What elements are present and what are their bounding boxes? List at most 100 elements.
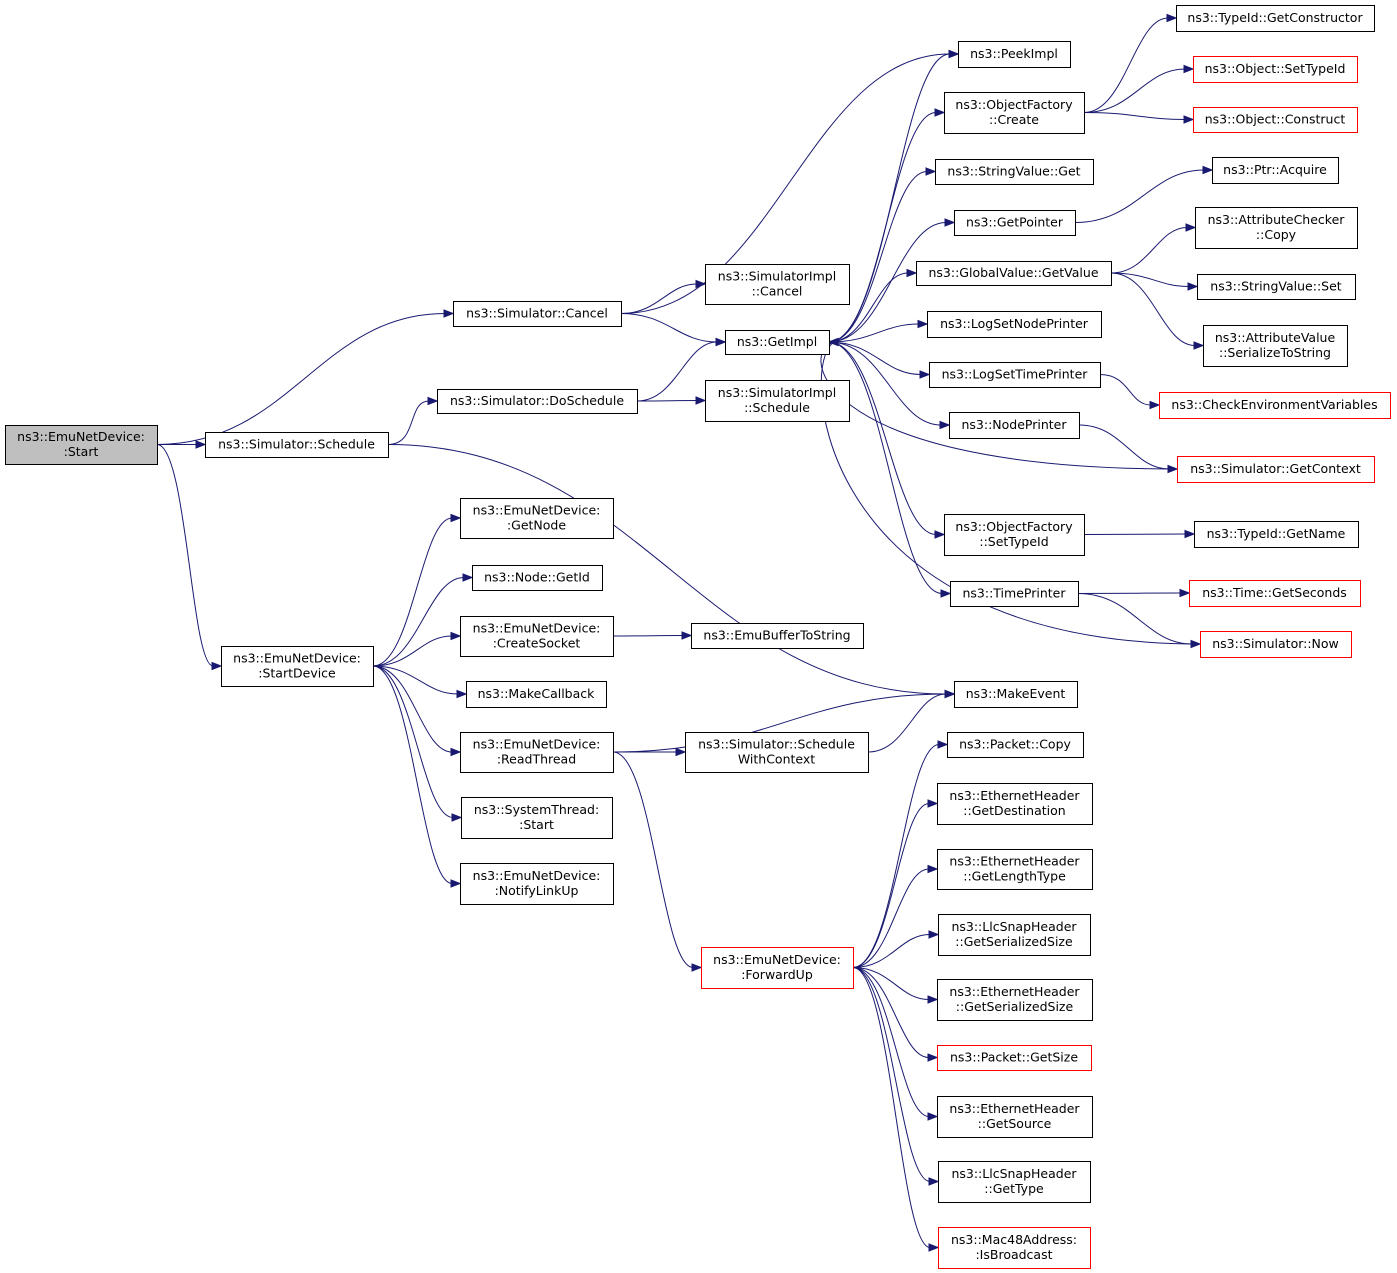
node-getnode[interactable]: ns3::EmuNetDevice::GetNode: [460, 498, 614, 539]
node-box-logsettimeprinter: [929, 362, 1101, 388]
node-object_settypeid[interactable]: ns3::Object::SetTypeId: [1193, 56, 1358, 83]
node-checkenvvars[interactable]: ns3::CheckEnvironmentVariables: [1159, 392, 1391, 419]
node-systhread_start[interactable]: ns3::SystemThread::Start: [461, 797, 613, 839]
node-label-objfactory_create-1: ::Create: [989, 112, 1039, 127]
node-eth_getsource[interactable]: ns3::EthernetHeader::GetSource: [937, 1096, 1093, 1138]
node-label-checkenvvars-0: ns3::CheckEnvironmentVariables: [1171, 397, 1377, 412]
node-getimpl[interactable]: ns3::GetImpl: [725, 330, 830, 355]
node-attrvalue_serialize[interactable]: ns3::AttributeValue::SerializeToString: [1203, 325, 1348, 367]
node-llc_gettype[interactable]: ns3::LlcSnapHeader::GetType: [938, 1161, 1091, 1203]
node-llc_getserializedsize[interactable]: ns3::LlcSnapHeader::GetSerializedSize: [938, 914, 1091, 956]
node-logsettimeprinter[interactable]: ns3::LogSetTimePrinter: [929, 362, 1101, 388]
node-eth_getlengthtype[interactable]: ns3::EthernetHeader::GetLengthType: [937, 849, 1093, 890]
node-label-objfactory_create-0: ns3::ObjectFactory: [955, 97, 1073, 112]
node-label-makeevent-0: ns3::MakeEvent: [966, 686, 1066, 701]
node-simimpl_cancel[interactable]: ns3::SimulatorImpl::Cancel: [705, 264, 850, 305]
node-readthread[interactable]: ns3::EmuNetDevice::ReadThread: [460, 732, 614, 773]
node-emubuffertostring[interactable]: ns3::EmuBufferToString: [691, 623, 864, 649]
node-label-sim_schedule-0: ns3::Simulator::Schedule: [218, 437, 375, 452]
node-packet_copy[interactable]: ns3::Packet::Copy: [947, 732, 1084, 758]
node-start[interactable]: ns3::EmuNetDevice::Start: [5, 425, 158, 465]
arrowhead-forwardup-to-eth_getlengthtype: [927, 864, 939, 874]
node-logsetnodeprinter[interactable]: ns3::LogSetNodePrinter: [927, 311, 1102, 338]
node-box-schedulewithcontext: [685, 732, 869, 773]
edge-sim_cancel-to-simimpl_cancel: [620, 283, 698, 314]
node-timeprinter[interactable]: ns3::TimePrinter: [950, 581, 1079, 607]
node-sim_now[interactable]: ns3::Simulator::Now: [1200, 631, 1352, 658]
node-eth_getserializedsize[interactable]: ns3::EthernetHeader::GetSerializedSize: [937, 979, 1093, 1021]
node-startdevice[interactable]: ns3::EmuNetDevice::StartDevice: [221, 646, 374, 687]
arrowhead-sim_doschedule-to-simimpl_schedule: [695, 396, 707, 405]
node-box-logsetnodeprinter: [927, 311, 1102, 338]
node-getpointer[interactable]: ns3::GetPointer: [954, 210, 1076, 236]
node-box-simimpl_schedule: [705, 380, 850, 422]
node-label-mac48_isbroadcast-1: :IsBroadcast: [975, 1247, 1052, 1262]
node-sim_doschedule[interactable]: ns3::Simulator::DoSchedule: [437, 389, 638, 414]
node-packet_getsize[interactable]: ns3::Packet::GetSize: [937, 1045, 1092, 1071]
node-box-readthread: [460, 732, 614, 773]
edge-start-to-startdevice: [156, 444, 214, 667]
node-label-globalvalue_getvalue-0: ns3::GlobalValue::GetValue: [928, 265, 1098, 280]
node-box-globalvalue_getvalue: [916, 261, 1112, 286]
node-globalvalue_getvalue[interactable]: ns3::GlobalValue::GetValue: [916, 261, 1112, 286]
node-stringvalue_set[interactable]: ns3::StringValue::Set: [1197, 274, 1356, 300]
arrowhead-forwardup-to-packet_copy: [937, 740, 949, 749]
node-label-eth_getserializedsize-1: ::GetSerializedSize: [956, 999, 1074, 1014]
node-label-getpointer-0: ns3::GetPointer: [966, 215, 1064, 230]
node-objfactory_create[interactable]: ns3::ObjectFactory::Create: [944, 92, 1085, 134]
node-typeid_getconstructor[interactable]: ns3::TypeId::GetConstructor: [1176, 5, 1375, 32]
node-label-eth_getserializedsize-0: ns3::EthernetHeader: [949, 984, 1080, 999]
node-sim_cancel[interactable]: ns3::Simulator::Cancel: [453, 301, 622, 327]
node-label-eth_getlengthtype-0: ns3::EthernetHeader: [949, 854, 1080, 869]
arrowhead-startdevice-to-node_getid: [462, 573, 474, 582]
node-attrchecker_copy[interactable]: ns3::AttributeChecker::Copy: [1195, 207, 1358, 249]
edge-forwardup-to-packet_copy: [852, 744, 940, 968]
node-typeid_getname[interactable]: ns3::TypeId::GetName: [1194, 521, 1359, 548]
node-label-notifylinkup-0: ns3::EmuNetDevice:: [473, 868, 601, 883]
arrowhead-getimpl-to-logsettimeprinter: [919, 370, 931, 379]
node-time_getseconds[interactable]: ns3::Time::GetSeconds: [1189, 580, 1361, 607]
edge-startdevice-to-makecallback: [372, 665, 459, 695]
node-label-sim_cancel-0: ns3::Simulator::Cancel: [466, 306, 608, 321]
arrowhead-globalvalue_getvalue-to-attrchecker_copy: [1185, 223, 1197, 232]
node-label-node_getid-0: ns3::Node::GetId: [484, 570, 590, 585]
node-label-createsocket-1: :CreateSocket: [493, 636, 581, 651]
node-simimpl_schedule[interactable]: ns3::SimulatorImpl::Schedule: [705, 380, 850, 422]
node-eth_getdestination[interactable]: ns3::EthernetHeader::GetDestination: [937, 783, 1093, 825]
arrowhead-startdevice-to-makecallback: [456, 689, 468, 699]
node-node_getid[interactable]: ns3::Node::GetId: [472, 565, 603, 591]
node-sim_getcontext[interactable]: ns3::Simulator::GetContext: [1177, 456, 1375, 483]
node-objfactory_settypeid[interactable]: ns3::ObjectFactory::SetTypeId: [944, 514, 1085, 556]
node-makecallback[interactable]: ns3::MakeCallback: [466, 681, 607, 708]
arrowhead-getpointer-to-ptr_acquire: [1202, 165, 1214, 175]
arrowhead-getimpl-to-globalvalue_getvalue: [906, 268, 918, 278]
node-forwardup[interactable]: ns3::EmuNetDevice::ForwardUp: [701, 947, 854, 989]
arrowhead-sim_doschedule-to-getimpl: [715, 337, 727, 347]
edge-start-to-sim_cancel: [156, 313, 446, 445]
edge-getimpl-to-stringvalue_get: [828, 171, 928, 343]
node-ptr_acquire[interactable]: ns3::Ptr::Acquire: [1212, 157, 1339, 184]
node-nodeprinter[interactable]: ns3::NodePrinter: [949, 412, 1080, 439]
arrowhead-startdevice-to-notifylinkup: [450, 879, 462, 888]
edge-forwardup-to-eth_getlengthtype: [852, 868, 930, 968]
arrowhead-startdevice-to-readthread: [450, 747, 462, 757]
node-createsocket[interactable]: ns3::EmuNetDevice::CreateSocket: [460, 616, 614, 657]
node-label-sim_now-0: ns3::Simulator::Now: [1212, 636, 1339, 651]
node-mac48_isbroadcast[interactable]: ns3::Mac48Address::IsBroadcast: [938, 1227, 1091, 1269]
arrowhead-getimpl-to-objfactory_create: [934, 108, 946, 117]
node-box-timeprinter: [950, 581, 1079, 607]
node-sim_schedule[interactable]: ns3::Simulator::Schedule: [205, 432, 389, 458]
node-peekimpl[interactable]: ns3::PeekImpl: [958, 41, 1071, 68]
node-stringvalue_get[interactable]: ns3::StringValue::Get: [935, 159, 1094, 185]
arrowhead-start-to-sim_schedule: [195, 440, 207, 449]
node-makeevent[interactable]: ns3::MakeEvent: [954, 681, 1078, 708]
node-label-systhread_start-1: :Start: [519, 817, 554, 832]
node-object_construct[interactable]: ns3::Object::Construct: [1193, 107, 1358, 133]
node-notifylinkup[interactable]: ns3::EmuNetDevice::NotifyLinkUp: [460, 863, 614, 905]
arrowhead-objfactory_settypeid-to-typeid_getname: [1184, 529, 1196, 539]
node-box-attrvalue_serialize: [1203, 325, 1348, 367]
arrowhead-forwardup-to-mac48_isbroadcast: [928, 1243, 940, 1252]
node-label-notifylinkup-1: :NotifyLinkUp: [495, 883, 579, 898]
